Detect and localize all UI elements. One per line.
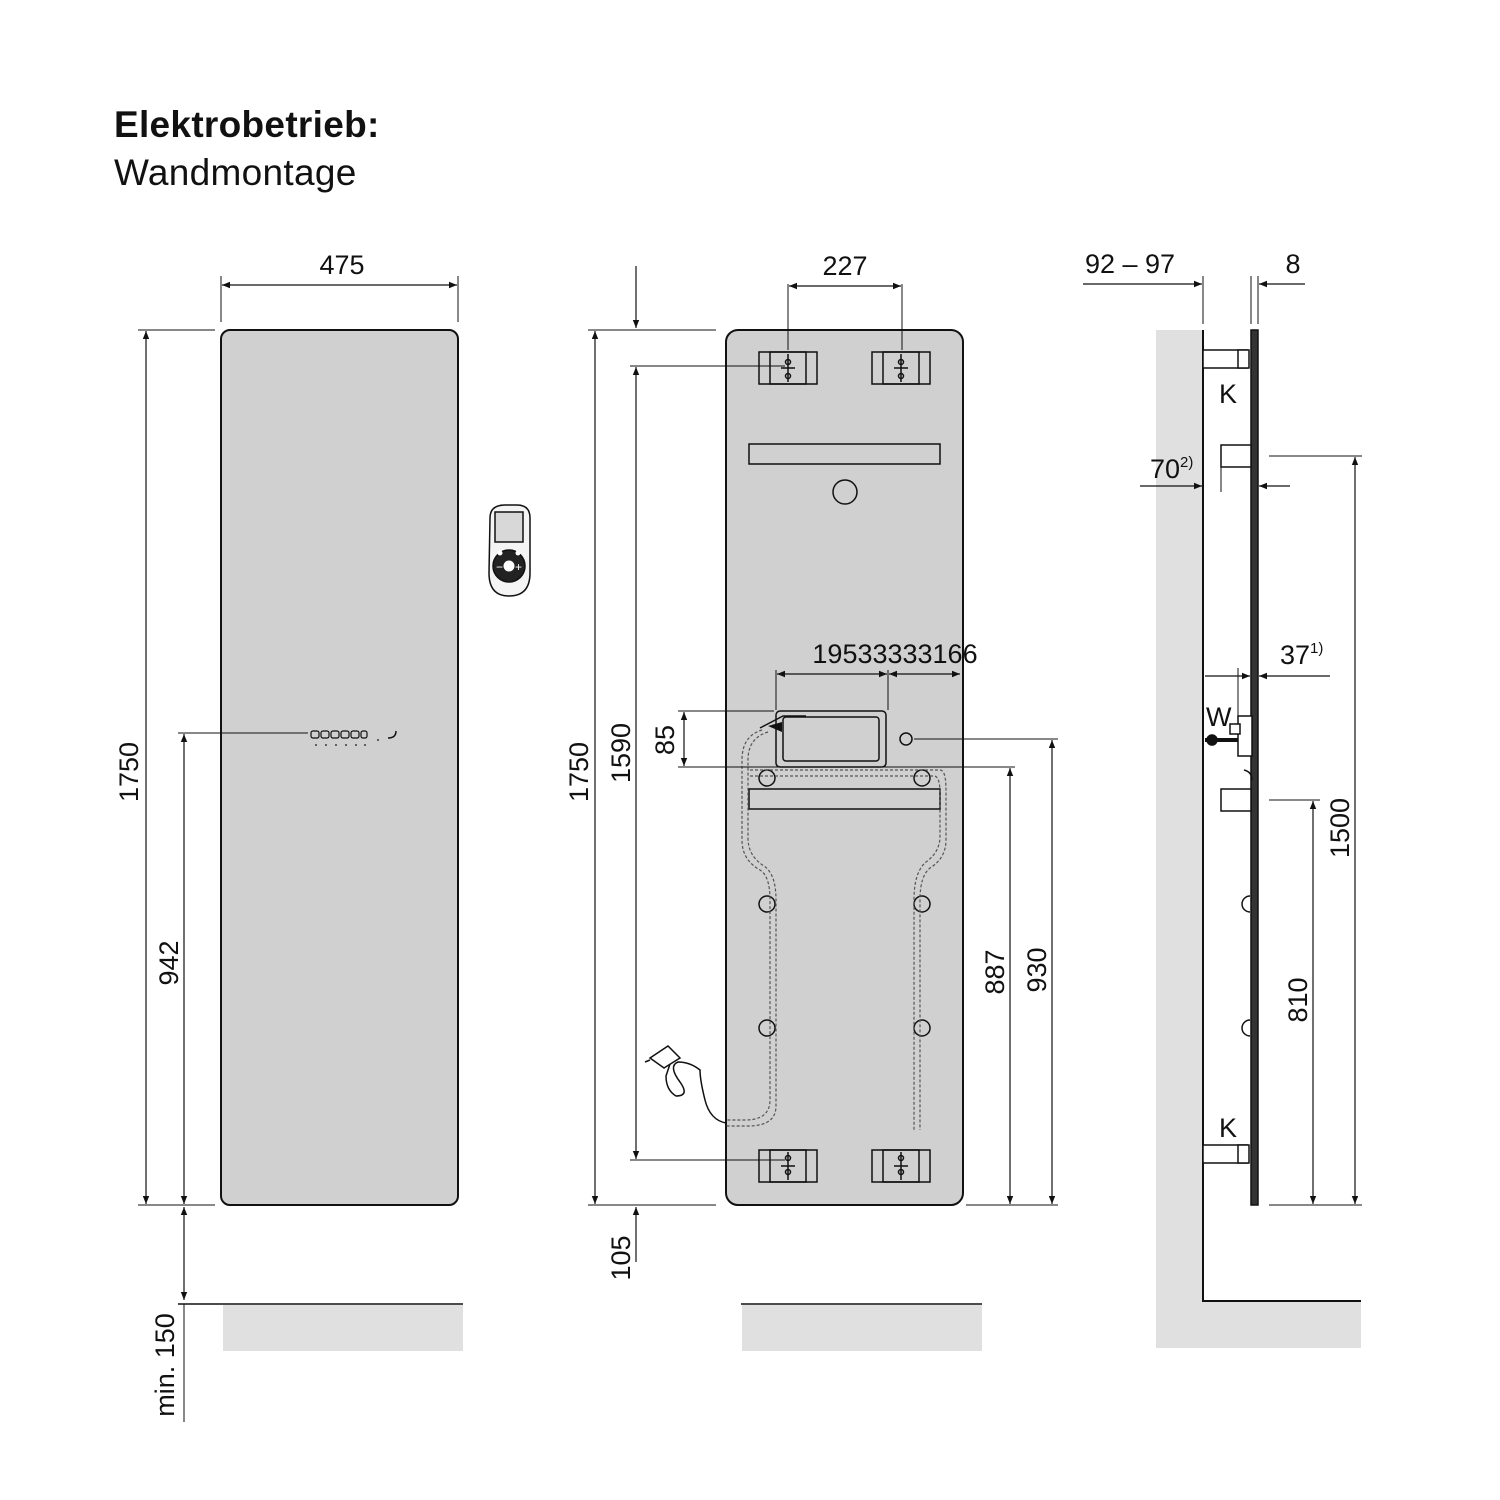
top-right-bracket — [871, 351, 931, 385]
box-height-label: 85 — [650, 725, 680, 755]
front-view: 475 1750 942 min. 150 − + — [114, 250, 531, 1422]
electronics-box-inner — [782, 716, 880, 762]
dim-810-label: 810 — [1283, 977, 1313, 1022]
bottom-offset-label: 105 — [606, 1235, 636, 1280]
label-w: W — [1206, 702, 1232, 732]
bracket-spacing-label: 227 — [822, 251, 867, 281]
upper-rail — [748, 443, 941, 465]
drawing-title: Elektrobetrieb: — [114, 104, 380, 145]
upper-port — [832, 479, 858, 505]
bottom-right-bracket — [871, 1149, 931, 1183]
dim-70-label: 702) — [1150, 454, 1193, 484]
side-pins — [1241, 895, 1251, 1037]
bracket-span-label: 1590 — [606, 723, 636, 783]
front-panel — [220, 329, 459, 1206]
lower-rail — [748, 788, 941, 810]
remote-control-icon: − + — [488, 504, 531, 597]
lower-height-1-label: 887 — [980, 949, 1010, 994]
side-bracket-bottom — [1202, 1144, 1250, 1164]
power-plug-icon — [644, 1045, 727, 1124]
sensor-port — [899, 732, 913, 746]
label-k-bottom: K — [1219, 1113, 1237, 1143]
wall-section — [1156, 330, 1361, 1348]
side-view: K K W 92 – 97 8 702) — [1083, 249, 1362, 1348]
drawing-subtitle: Wandmontage — [114, 152, 357, 193]
lower-height-2-label: 930 — [1022, 947, 1052, 992]
box-dims-label: 19533333166 — [812, 639, 977, 669]
dim-37-label: 371) — [1280, 640, 1323, 670]
back-height-label: 1750 — [564, 742, 594, 802]
control-buttons — [310, 730, 397, 739]
floor-clearance-label: min. 150 — [150, 1313, 180, 1417]
front-width-label: 475 — [319, 250, 364, 280]
side-bracket-top — [1202, 349, 1250, 369]
side-electronics-w — [1205, 715, 1253, 781]
bottom-left-bracket — [758, 1149, 818, 1183]
back-floor — [742, 1305, 982, 1351]
front-height-label: 1750 — [114, 742, 144, 802]
control-dots — [315, 739, 379, 746]
dim-1500-label: 1500 — [1325, 798, 1355, 858]
svg-text:−: − — [496, 560, 503, 574]
label-k-top: K — [1219, 379, 1237, 409]
control-height-label: 942 — [154, 940, 184, 985]
heating-element-path — [726, 729, 947, 1130]
top-left-bracket — [758, 351, 818, 385]
wall-distance-label: 92 – 97 — [1085, 249, 1175, 279]
back-view: 227 1750 1590 105 19533333166 85 887 930 — [564, 251, 1058, 1351]
side-rail-upper — [1220, 444, 1252, 468]
side-panel — [1250, 329, 1259, 1206]
front-floor — [223, 1305, 463, 1351]
panel-thickness-label: 8 — [1285, 249, 1300, 279]
svg-text:+: + — [515, 560, 522, 574]
side-rail-lower — [1220, 788, 1252, 812]
